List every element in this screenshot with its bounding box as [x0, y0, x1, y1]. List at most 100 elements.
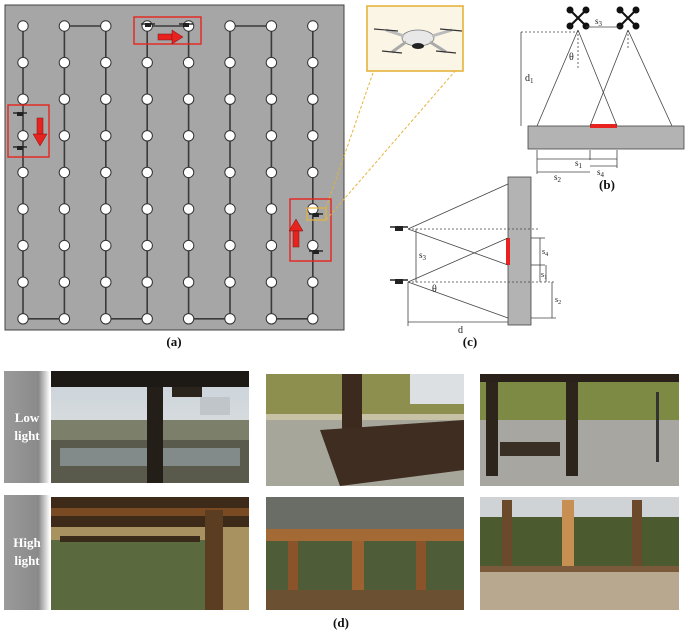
waypoint	[141, 239, 153, 252]
waypoint	[58, 239, 71, 252]
row-label-high-text: light	[14, 553, 40, 568]
row-label-high	[4, 495, 50, 610]
waypoint	[17, 56, 29, 69]
waypoint	[307, 56, 319, 69]
flight-field	[4, 4, 345, 331]
zoom-marker	[306, 207, 327, 221]
b-s4-label: s4	[597, 167, 605, 179]
waypoint	[17, 93, 29, 105]
waypoint	[100, 276, 112, 288]
drone-photo	[366, 5, 464, 72]
waypoint	[307, 93, 319, 105]
waypoint	[141, 203, 153, 215]
waypoint	[224, 130, 236, 142]
waypoint	[265, 203, 278, 215]
waypoint	[58, 203, 71, 215]
drone-box-right	[288, 198, 332, 262]
panel-d: Low light High light	[4, 371, 679, 630]
waypoint	[58, 276, 71, 288]
quad-drone-icon	[566, 6, 590, 30]
waypoint	[141, 276, 153, 288]
waypoint	[100, 56, 112, 69]
row-label-low-text: Low	[15, 410, 40, 425]
waypoint	[58, 130, 71, 142]
waypoint	[100, 93, 112, 105]
drone-icon	[390, 226, 408, 231]
row-label-low-text: light	[14, 428, 40, 443]
waypoint	[17, 20, 29, 32]
drone-image-icon	[373, 28, 463, 54]
waypoint	[224, 276, 236, 288]
waypoint	[17, 313, 29, 325]
target-surface	[527, 125, 685, 150]
arrow-right-icon	[157, 29, 184, 45]
waypoint	[58, 56, 71, 69]
waypoint	[224, 93, 236, 105]
waypoint	[100, 20, 112, 32]
waypoint	[182, 203, 195, 215]
waypoint	[58, 20, 71, 32]
arrow-down-icon	[32, 117, 48, 147]
drone-box-left	[7, 104, 50, 158]
waypoint	[17, 166, 29, 179]
drone-icon	[13, 146, 27, 150]
waypoint	[100, 203, 112, 215]
waypoint	[58, 313, 71, 325]
drone-icon	[179, 23, 193, 27]
drone-icon	[141, 23, 155, 27]
waypoint	[224, 20, 236, 32]
waypoint	[17, 203, 29, 215]
quad-drone-icon	[616, 6, 640, 30]
waypoints	[17, 20, 319, 325]
waypoint	[182, 56, 195, 69]
waypoint	[182, 239, 195, 252]
arrow-up-icon	[288, 218, 304, 248]
c-d-label: d	[458, 325, 463, 336]
panel-c: s3 θ d s4 s1 s2 (c)	[390, 176, 561, 349]
waypoint	[100, 130, 112, 142]
waypoint	[224, 239, 236, 252]
b-s3-label: s3	[595, 16, 603, 28]
b-s2-label: s2	[554, 172, 562, 184]
waypoint	[141, 166, 153, 179]
panel-b: d1 θ s3 s1 s4 s2 (b)	[520, 6, 685, 192]
zoom-line	[325, 69, 375, 209]
panel-c-label: (c)	[463, 334, 477, 349]
b-d1-label: d1	[525, 73, 534, 85]
waypoint	[17, 276, 29, 288]
waypoint	[265, 56, 278, 69]
row-label-high-text: High	[13, 535, 41, 550]
waypoint	[17, 239, 29, 252]
drone-icon	[390, 279, 408, 284]
waypoint	[307, 239, 319, 252]
zoom-line	[325, 69, 457, 221]
b-s1-label: s1	[575, 158, 583, 170]
photo-low-3	[480, 374, 679, 486]
b-theta-label: θ	[569, 52, 574, 63]
photo-low-2	[266, 374, 464, 486]
waypoint	[265, 276, 278, 288]
waypoint	[265, 313, 278, 325]
waypoint	[307, 130, 319, 142]
c-s2-label: s2	[555, 295, 561, 306]
waypoint	[100, 166, 112, 179]
waypoint	[265, 20, 278, 32]
photo-low-1	[51, 371, 249, 483]
panel-d-label: (d)	[333, 615, 349, 630]
waypoint	[182, 93, 195, 105]
waypoint	[224, 203, 236, 215]
waypoint	[182, 313, 195, 325]
waypoint	[141, 93, 153, 105]
waypoint	[100, 313, 112, 325]
waypoint	[307, 313, 319, 325]
waypoint	[182, 166, 195, 179]
waypoint	[265, 130, 278, 142]
c-theta-label: θ	[432, 284, 437, 295]
photo-high-2	[266, 497, 464, 610]
drone-icon	[309, 213, 323, 217]
drone-box-top	[133, 16, 202, 45]
waypoint	[182, 130, 195, 142]
waypoint	[224, 166, 236, 179]
panel-b-label: (b)	[599, 177, 615, 192]
